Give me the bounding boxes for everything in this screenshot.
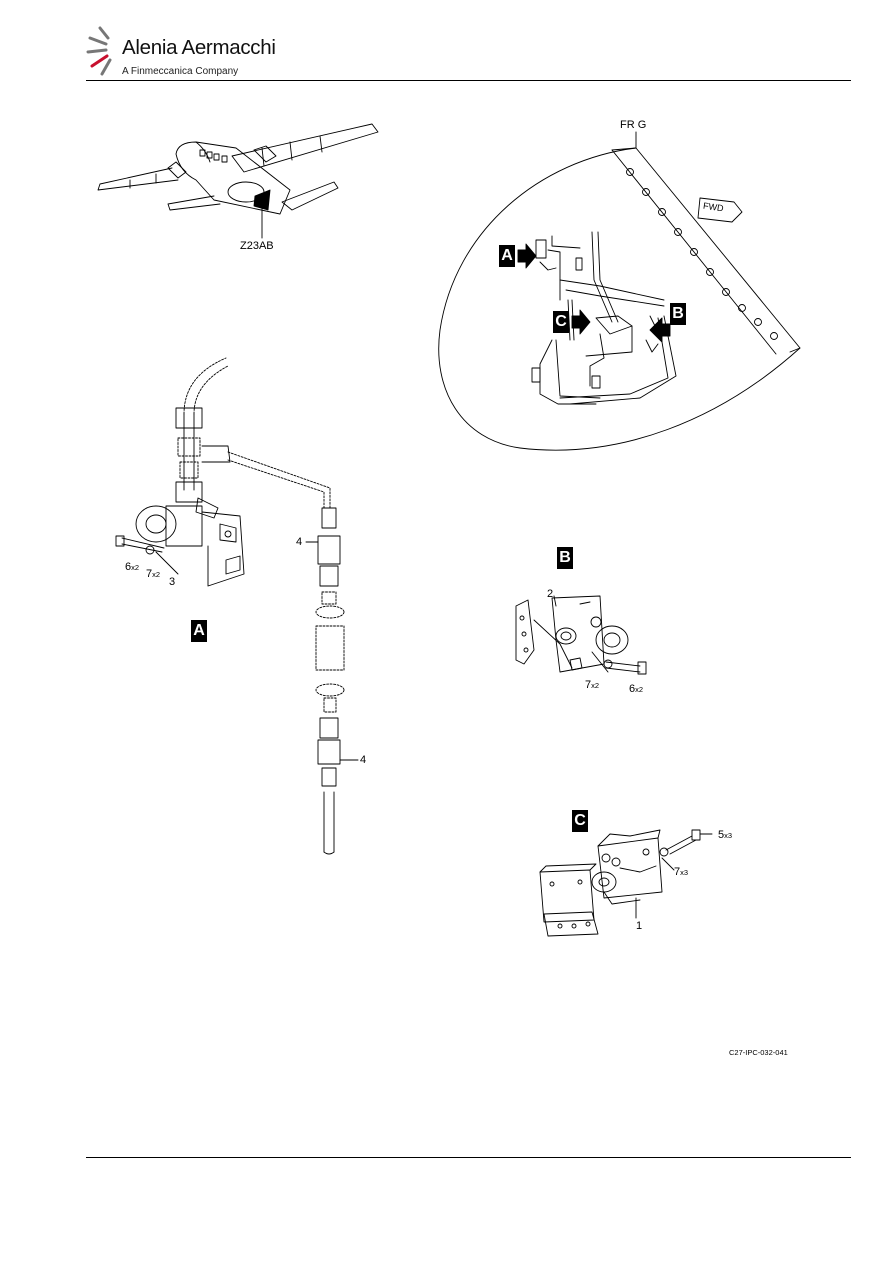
item-label: 6x2 <box>125 561 140 573</box>
item-label: 4 <box>360 754 367 766</box>
item-label: 7x2 <box>585 679 600 691</box>
brand-name: Alenia Aermacchi <box>122 36 276 59</box>
view-c-drawing <box>539 829 713 937</box>
frame-label: FR G <box>620 119 647 131</box>
locator-label: Z23AB <box>240 240 274 252</box>
item-label: 1 <box>636 920 643 932</box>
item-label: 2 <box>547 588 554 600</box>
logo-swoosh-icon <box>86 26 112 76</box>
detail-marker-c: C <box>553 311 569 333</box>
item-label: 6x2 <box>629 683 644 695</box>
item-label: 3 <box>169 576 176 588</box>
view-c-title: C <box>572 810 588 832</box>
item-label: 7x2 <box>146 568 161 580</box>
view-b-title: B <box>557 547 573 569</box>
item-label: 4 <box>296 536 303 548</box>
drawing-reference: C27-IPC-032-041 <box>729 1048 788 1057</box>
detail-marker-a: A <box>499 245 515 267</box>
company-logo: Alenia Aermacchi A Finmeccanica Company <box>86 22 296 80</box>
view-b-drawing <box>515 595 647 675</box>
item-label: 7x3 <box>674 866 689 878</box>
fuselage-main-view <box>438 131 801 451</box>
header-rule <box>86 80 851 81</box>
brand-tagline: A Finmeccanica Company <box>122 66 239 77</box>
view-a-title: A <box>191 620 207 642</box>
item-label: 5x3 <box>718 829 733 841</box>
view-a-drawing <box>115 357 359 855</box>
footer-rule <box>86 1157 851 1158</box>
detail-marker-b: B <box>670 303 686 325</box>
aircraft-locator-view <box>97 123 379 239</box>
